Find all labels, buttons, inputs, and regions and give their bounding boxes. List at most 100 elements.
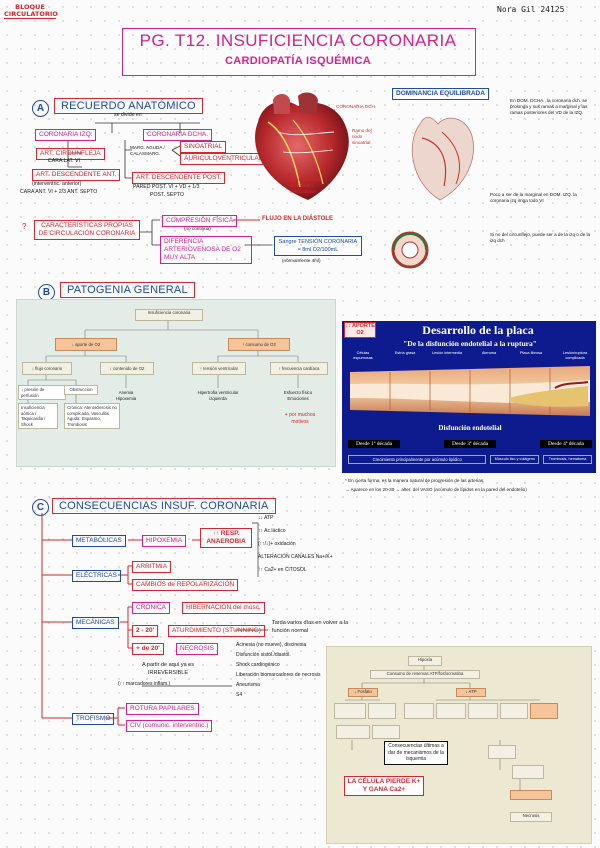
ischemia-row2-a <box>336 725 370 739</box>
flow-frecuencia: ↑ frecuencia cardíaca <box>270 362 328 375</box>
diff-av-result-note: (normalmente 4ml) <box>282 258 321 263</box>
diff-av-result: Sangre TENSIÓN CORONARIA ≈ 8ml O2/100mL <box>274 236 362 256</box>
ischemia-row2-b <box>372 725 400 739</box>
metabolic-list: ↓↓ ATP ↑↑ Ac.láctico (↑↑/↓)+ oxidación A… <box>258 515 333 574</box>
dominance-heart-diagram <box>391 116 474 269</box>
circunfleja-box: ART. CIRCUNFLEJA <box>36 148 105 160</box>
ischemia-right-row4 <box>510 790 552 800</box>
necrosis-item-3: Shock cardiogénico <box>236 662 280 668</box>
consec-note: Consecuencias últimas a dar de mecanismo… <box>384 741 448 765</box>
dominance-note-3: Si no del circunflejo, puede ser a de la… <box>490 232 591 243</box>
desc-post-note-1: PARED POST. VI + VD + 1/3 <box>133 184 200 190</box>
ischemia-right-row3 <box>512 765 544 779</box>
flow-contenido: ↓ contenido de O2 <box>100 362 154 375</box>
rotura-box: ROTURA PAPILARES <box>126 703 199 715</box>
ischemia-right-b <box>530 703 558 719</box>
ischemia-mid-b <box>436 703 466 719</box>
plaque-note-1: * En cierta forma, es la manera natural … <box>345 478 485 483</box>
metabolic-item-1: ↓↓ ATP <box>258 515 274 521</box>
sinoatrial-box: SINOATRIAL <box>180 141 227 153</box>
block-label-text: BLOQUE CIRCULATORIO <box>4 3 58 18</box>
metabolicas-box: METABÓLICAS <box>72 535 126 547</box>
plaque-growth-1: Crecimiento principalmente por acúmulo l… <box>348 455 487 464</box>
ischemia-sub: Consumo de reservas ATP/fosfocreatina <box>370 670 480 679</box>
section-c-heading: CONSECUENCIAS INSUF. CORONARIA <box>52 498 276 514</box>
diff-av-box: DIFERENCIA ARTERIOVENOSA DE O2 MUY ALTA <box>160 236 252 264</box>
flow-aporte: ↓ aporte de O2 <box>55 338 117 351</box>
aturdimiento-note: Tarda varios días en volver a la función… <box>272 620 349 634</box>
arritmia-box: ARRITMIA <box>132 561 172 573</box>
cronica-box: CRÓNICA <box>132 602 170 614</box>
plaque-col-4: Ateroma <box>481 351 497 355</box>
min-2-20-box: 2 - 20' <box>132 625 159 637</box>
left-coronary-box: CORONARIA IZQ. <box>35 129 97 141</box>
right-coronary-box: CORONARIA DCHA. <box>143 129 213 141</box>
title-box <box>122 28 476 76</box>
ischemia-left-a <box>334 703 366 719</box>
metabolic-item-2: ↑↑ Ac.láctico <box>258 528 286 534</box>
dominance-note-1: En DOM. DCHA., la coronaria dch. se prol… <box>510 98 588 115</box>
page-title: PG. T12. INSUFICIENCIA CORONARIA <box>139 31 457 50</box>
trofismo-box: TROFISMO <box>72 713 115 725</box>
plaque-col-5: Placa fibrosa <box>520 351 542 355</box>
mecanicas-box: MECÁNICAS <box>72 617 119 629</box>
plaque-title: Desarrollo de la placa <box>422 323 534 337</box>
flow-perfusion: ↓ presión de perfusión <box>18 385 66 400</box>
circunfleja-note: CARA LAT. VI <box>48 158 80 164</box>
desc-post-box: ART. DESCENDENTE POST. <box>132 172 226 184</box>
plaque-growth-2: Músculo liso y colágeno <box>490 455 540 464</box>
divides-label: se divide en <box>114 112 142 118</box>
page-subtitle: CARDIOPATÍA ISQUÉMICA <box>224 55 372 67</box>
pathogenesis-flowchart <box>16 299 336 467</box>
plaque-col-6: Lesión/ruptura complicada <box>562 351 588 360</box>
hibernacion-box: HIBERNACIÓN del músc. <box>182 602 265 614</box>
flow-obs-causes: Crónica: Aterosclerosis no complicada, V… <box>64 403 120 429</box>
necrosis-item-1: Acinesia (no mueve), discinesia <box>236 642 307 648</box>
desc-ant-note-1: (interventric. anterior) <box>32 181 82 187</box>
desc-ant-box: ART. DESCENDENTE ANT. <box>32 169 121 181</box>
hipoxemia-box: HIPOXEMIA <box>142 535 187 547</box>
features-icon: ? <box>22 222 27 231</box>
metabolic-item-4: ALTERACIÓN CANALES Na+/K+ <box>258 554 333 560</box>
necrosis-list: Acinesia (no mueve), discinesia Disfunci… <box>236 642 321 699</box>
dominance-title: DOMINANCIA EQUILIBRADA <box>392 88 489 100</box>
features-box: CARACTERÍSTICAS PROPIAS DE CIRCULACIÓN C… <box>34 220 140 240</box>
ischemia-right: ↓ ATP <box>456 688 486 697</box>
desc-ant-note-2: CARA ANT. VI + 2/3 ANT. SEPTO <box>20 189 98 195</box>
right-branch-note: MARG. AGUDA / CALASMARG. <box>130 145 165 156</box>
comp-fisica-note: (no continua) <box>184 226 211 231</box>
section-b-heading: PATOGENIA GENERAL <box>60 282 195 298</box>
metabolic-item-5: ↑↑ Ca2+ en CITOSOL <box>258 567 307 573</box>
ischemia-left-b <box>368 703 396 719</box>
flow-note: + por muchos motivos <box>284 412 316 425</box>
section-a-heading: RECUERDO ANATÓMICO <box>54 98 203 114</box>
plaque-col-2: Estría grasa <box>394 351 416 355</box>
civ-box: CIV (comunic. interventric.) <box>126 720 213 732</box>
plaque-col-1: Células espumosas <box>353 351 373 360</box>
mas-20-box: + de 20' <box>132 643 164 655</box>
ischemia-right-a <box>500 703 528 719</box>
plaque-decade-2: Desde 3ª década <box>443 440 497 448</box>
section-c-marker: C <box>32 499 49 516</box>
ischemia-right-row2 <box>488 745 516 759</box>
block-label: BLOQUE CIRCULATORIO <box>4 3 58 19</box>
author-signature: Nora Gil 24125 <box>497 5 565 14</box>
necrosis-item-6: S4 <box>236 692 243 698</box>
plaque-growth-3: Trombosis, hematoma <box>543 455 592 464</box>
plaque-subtitle: "De la disfunción endotelial a la ruptur… <box>403 339 537 348</box>
metabolic-item-3: (↑↑/↓)+ oxidación <box>258 541 296 547</box>
plaque-decades: Desde 1ª década Desde 3ª década Desde 4ª… <box>348 440 592 448</box>
heart-illustration <box>255 92 349 200</box>
necrosis-item-2: Disfunción sistól./diastól. <box>236 652 291 658</box>
plaque-growth-row: Crecimiento principalmente por acúmulo l… <box>348 455 592 464</box>
cell-dies-box: LA CÉLULA PIERDE K+ Y GANA Ca2+ <box>344 776 424 796</box>
anaerobia-box: ↑↑ RESP. ANAEROBIA <box>200 528 252 548</box>
heart-label-1: CORONARIA DCH. <box>336 104 377 109</box>
flow-hipertrofia: Hipertrofia ventricular izquierda <box>197 390 239 401</box>
repol-box: CAMBIOS de REPOLARIZACIÓN <box>132 579 239 591</box>
desc-post-note-2: POST. SEPTO <box>150 192 184 198</box>
plaque-col-3: Lesión intermedia <box>432 351 462 355</box>
